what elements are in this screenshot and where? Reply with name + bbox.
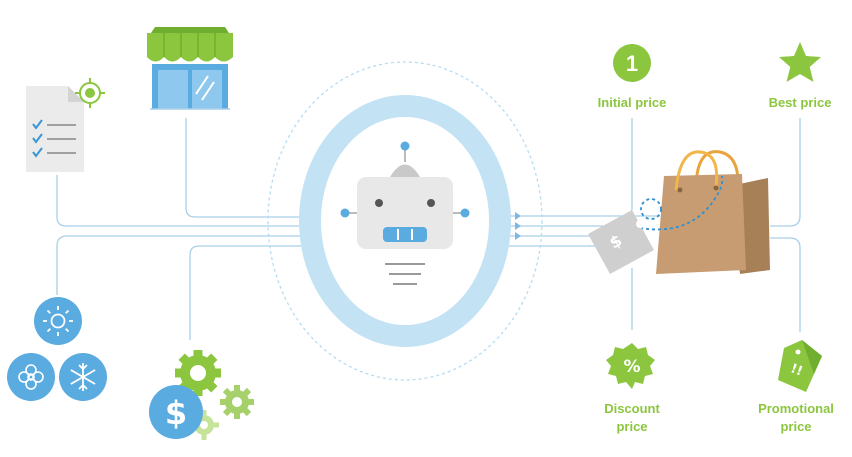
coin-icon: [149, 385, 203, 439]
input-connection-lines: [56, 118, 318, 340]
snowflake-icon: [59, 353, 107, 401]
price-tag-icon: $: [588, 198, 662, 274]
promo-tag-icon: !!: [778, 340, 822, 392]
document-target-icon: [26, 78, 105, 172]
initial-price-label: Initial price: [598, 95, 667, 110]
output-arrowheads: [515, 212, 521, 240]
inner-ring: [299, 95, 511, 347]
discount-symbol: %: [623, 357, 640, 377]
sun-icon: [34, 297, 82, 345]
discount-price-label-line2: price: [616, 419, 647, 434]
weather-icons: [7, 297, 107, 401]
storefront-icon: [147, 27, 233, 110]
percent-badge-icon: %: [606, 343, 655, 389]
best-price-label: Best price: [769, 95, 832, 110]
promotional-price-label-line1: Promotional: [758, 401, 834, 416]
shopping-bags-icon: [639, 150, 770, 274]
large-gear-icon: [175, 350, 221, 396]
promo-symbol: !!: [788, 361, 804, 379]
number-one-badge-icon: 1: [613, 44, 651, 82]
promotional-price-label-line2: price: [780, 419, 811, 434]
robot-icon: [340, 141, 470, 285]
star-icon: [779, 42, 821, 82]
coin-symbol: $: [165, 394, 187, 432]
target-icon: [75, 78, 105, 108]
outer-dashed-ring: [267, 61, 543, 381]
small-gear-icon: [220, 385, 254, 419]
flower-icon: [7, 353, 55, 401]
initial-number: 1: [626, 51, 638, 76]
discount-price-label-line1: Discount: [604, 401, 660, 416]
gears-coin-icon: $: [149, 350, 254, 440]
